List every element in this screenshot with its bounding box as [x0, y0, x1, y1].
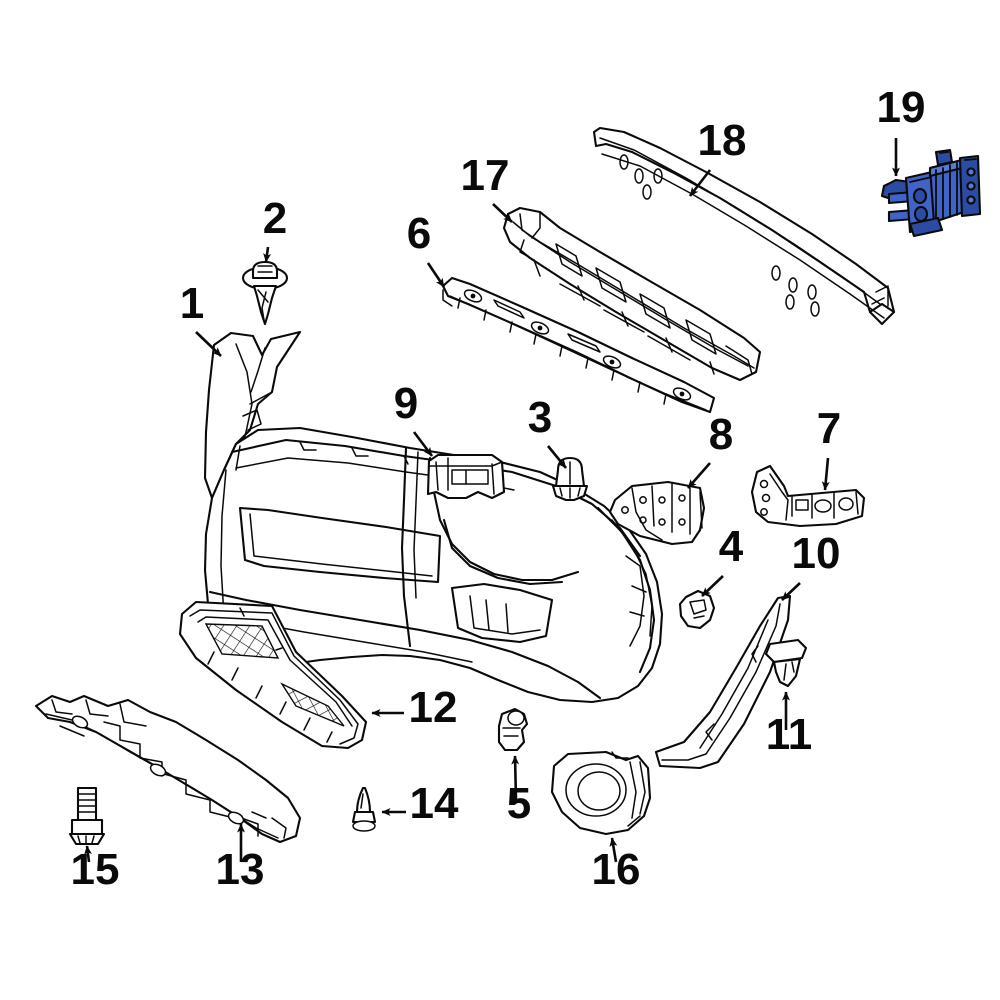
leader-17 [492, 203, 513, 223]
part-13-engine-under-cover[interactable] [34, 694, 302, 844]
callout-number-7[interactable]: 7 [817, 404, 841, 453]
callout-number-9[interactable]: 9 [394, 379, 418, 428]
part-9-center-bumper-retainer[interactable] [426, 453, 506, 500]
callout-number-12[interactable]: 12 [409, 683, 458, 732]
part-15-flange-bolt[interactable] [68, 786, 106, 846]
callout-number-4[interactable]: 4 [719, 522, 744, 571]
callout-number-1[interactable]: 1 [180, 279, 204, 328]
part-4-side-retainer-clip[interactable] [678, 589, 716, 630]
part-2-push-pin-retainer-clip[interactable] [241, 260, 289, 326]
callout-number-3[interactable]: 3 [528, 393, 552, 442]
callout-number-16[interactable]: 16 [592, 845, 641, 894]
callout-number-14[interactable]: 14 [410, 779, 459, 828]
leader-4 [701, 575, 724, 597]
part-14-under-cover-clip[interactable] [351, 786, 377, 832]
callout-number-8[interactable]: 8 [709, 410, 733, 459]
part-5-fog-lamp-retainer[interactable] [497, 707, 529, 752]
leader-10 [781, 582, 801, 601]
leader-5 [511, 755, 520, 801]
part-1-front-bumper-cover[interactable] [203, 330, 664, 704]
part-10-bumper-side-molding[interactable] [654, 594, 792, 770]
callout-number-6[interactable]: 6 [407, 209, 431, 258]
callout-number-15[interactable]: 15 [71, 845, 120, 894]
part-3-bumper-cover-clip[interactable] [551, 456, 589, 502]
part-8-left-bumper-side-bracket[interactable] [608, 480, 706, 546]
leader-18 [688, 169, 712, 197]
callout-number-5[interactable]: 5 [507, 779, 531, 828]
callout-number-13[interactable]: 13 [216, 845, 265, 894]
part-17-bumper-energy-absorber[interactable] [502, 206, 762, 382]
callout-number-18[interactable]: 18 [698, 116, 747, 165]
callout-leader-lines [84, 138, 900, 863]
part-7-right-bumper-side-bracket[interactable] [750, 464, 866, 528]
leader-1 [195, 331, 222, 357]
callout-number-10[interactable]: 10 [792, 529, 841, 578]
leader-7 [821, 457, 830, 491]
callout-number-2[interactable]: 2 [263, 194, 287, 243]
leader-16 [609, 837, 618, 863]
leader-2 [263, 246, 272, 263]
part-18-bumper-reinforcement-beam[interactable] [592, 126, 896, 326]
callout-number-17[interactable]: 17 [461, 151, 510, 200]
part-16-fog-lamp-bezel[interactable] [550, 750, 652, 836]
part-6-upper-bumper-retainer[interactable] [441, 276, 716, 414]
callout-numbers: 1 2 3 4 5 6 7 8 9 10 11 12 13 14 15 16 1… [71, 83, 926, 894]
leader-15 [84, 845, 93, 863]
leader-8 [687, 462, 711, 489]
callout-number-11[interactable]: 11 [766, 710, 813, 759]
leader-9 [412, 431, 434, 457]
callout-number-19[interactable]: 19 [877, 83, 926, 132]
leader-3 [546, 445, 568, 469]
leader-6 [426, 262, 446, 288]
part-12-lower-bumper-grille[interactable] [178, 600, 368, 750]
part-19-bumper-crash-box-absorber[interactable] [880, 148, 982, 238]
part-11-molding-clip[interactable] [764, 638, 808, 688]
